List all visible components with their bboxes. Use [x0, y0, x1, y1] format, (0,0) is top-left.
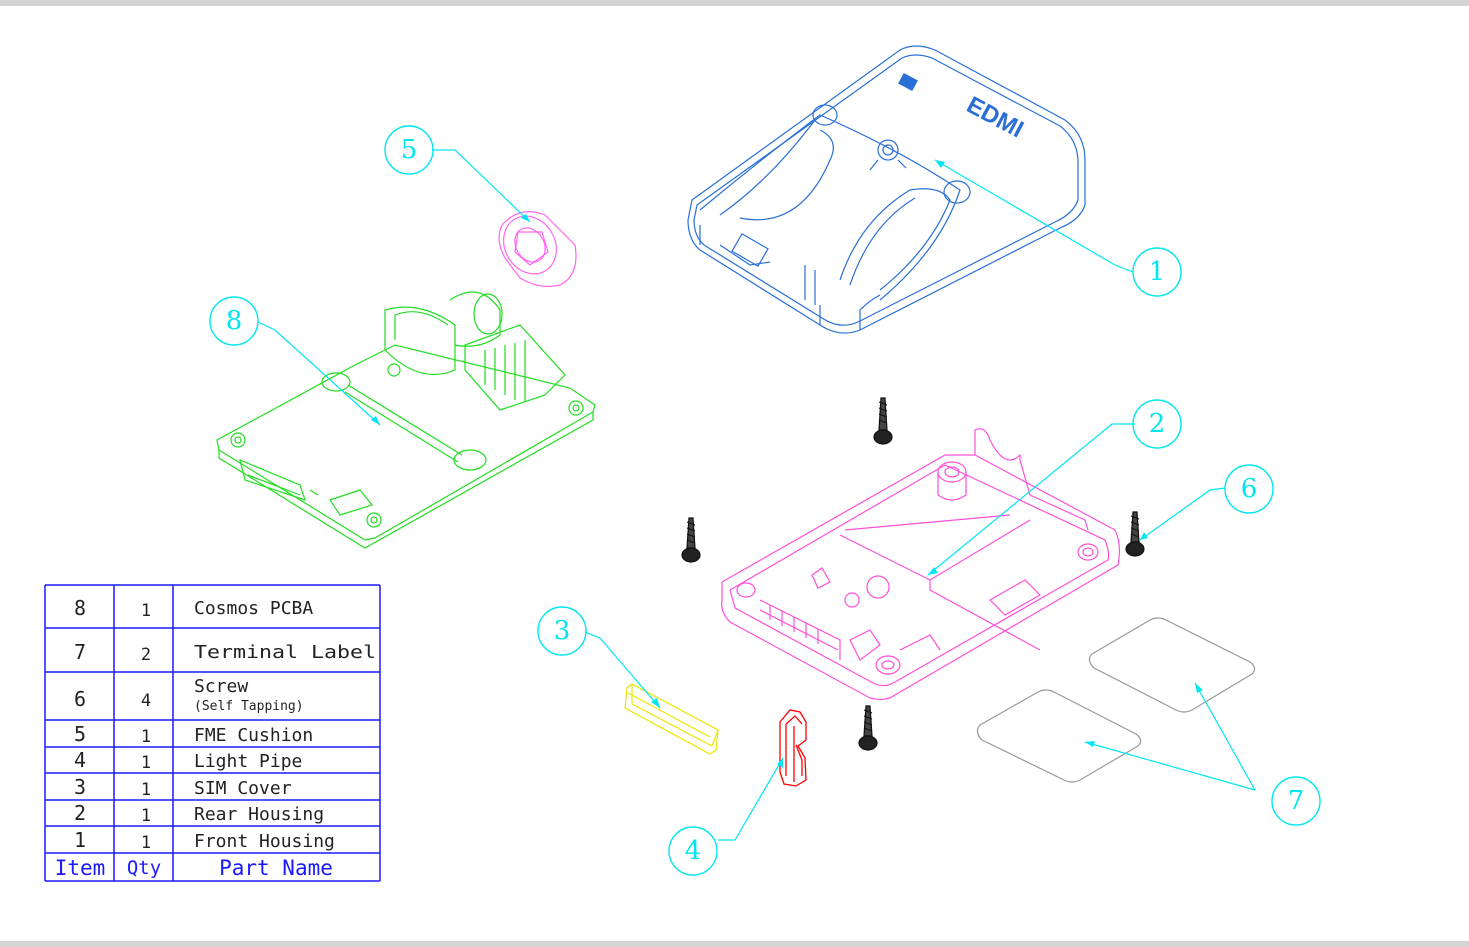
bom-row-5-item: 4 [74, 748, 86, 772]
bom-table: 8 1 Cosmos PCBA 7 2 Terminal Label 6 4 S… [45, 585, 380, 881]
bom-row-7-qty: 1 [141, 806, 151, 826]
balloon-2-label: 2 [1149, 409, 1166, 439]
logo-text: EDMI [962, 91, 1028, 143]
leader-line-6 [1140, 488, 1225, 540]
screw-top [874, 398, 892, 444]
bom-row-7-item: 2 [74, 801, 86, 825]
front-housing-part [688, 46, 1085, 333]
bom-header-item: Item [55, 856, 106, 880]
front-housing-logo: EDMI [898, 73, 1028, 144]
leader-line-7a [1195, 683, 1255, 790]
leader-lines [258, 150, 1255, 840]
screw-left [682, 518, 700, 562]
bom-row-3-qty: 4 [141, 691, 151, 711]
leader-line-8 [258, 322, 380, 425]
sim-cover-part [625, 684, 718, 754]
bom-row-8-name: Front Housing [194, 831, 335, 852]
bom-header-qty: Qty [127, 857, 161, 879]
balloon-3-label: 3 [554, 616, 571, 646]
rear-housing-part [722, 429, 1120, 700]
bom-row-6-item: 3 [74, 775, 86, 799]
balloon-7-label: 7 [1288, 786, 1305, 816]
leader-arrowheads [371, 160, 1203, 768]
balloon-5: 5 [385, 126, 433, 174]
balloon-3: 3 [538, 607, 586, 655]
bom-row-6-name: SIM Cover [194, 778, 292, 799]
balloon-2: 2 [1133, 400, 1181, 448]
terminal-label-part [977, 618, 1254, 782]
bom-row-8-qty: 1 [141, 833, 151, 853]
balloon-8-label: 8 [226, 306, 243, 336]
bom-row-6-qty: 1 [141, 780, 151, 800]
light-pipe-part [780, 710, 806, 786]
bom-row-4-item: 5 [74, 722, 86, 746]
bom-row-1-item: 8 [74, 596, 86, 620]
leader-line-2 [928, 424, 1135, 575]
bom-row-3-item: 6 [74, 687, 86, 711]
bom-row-4-name: FME Cushion [194, 725, 313, 746]
fme-cushion-part [493, 207, 576, 287]
leader-line-3 [585, 632, 660, 708]
bom-row-2-qty: 2 [141, 645, 151, 665]
bom-row-2-item: 7 [74, 640, 86, 664]
bom-row-3-note: (Self Tapping) [194, 699, 304, 714]
screw-right [1126, 512, 1144, 556]
balloon-4-label: 4 [685, 836, 702, 866]
bom-row-5-qty: 1 [141, 753, 151, 773]
bom-row-3-name: Screw [194, 676, 248, 697]
leader-line-7b [1085, 742, 1255, 790]
bom-row-2-name: Terminal Label [194, 642, 376, 663]
bom-row-1-qty: 1 [141, 601, 151, 621]
leader-line-5 [432, 150, 530, 222]
bom-row-1-name: Cosmos PCBA [194, 598, 313, 619]
bom-row-7-name: Rear Housing [194, 804, 324, 825]
leader-line-1 [935, 160, 1133, 272]
cosmos-pcba-part [217, 292, 595, 548]
balloon-7: 7 [1272, 777, 1320, 825]
bom-row-5-name: Light Pipe [194, 751, 302, 772]
balloon-4: 4 [669, 827, 717, 875]
balloon-1: 1 [1133, 248, 1181, 296]
balloon-6: 6 [1225, 465, 1273, 513]
bom-header-part-name: Part Name [219, 856, 333, 880]
bom-row-4-qty: 1 [141, 727, 151, 747]
balloon-1-label: 1 [1149, 257, 1166, 287]
balloon-5-label: 5 [401, 135, 418, 165]
balloon-8: 8 [210, 297, 258, 345]
balloon-6-label: 6 [1241, 474, 1258, 504]
bom-row-8-item: 1 [74, 828, 86, 852]
leader-line-4 [718, 758, 783, 840]
screw-bottom [859, 706, 877, 750]
